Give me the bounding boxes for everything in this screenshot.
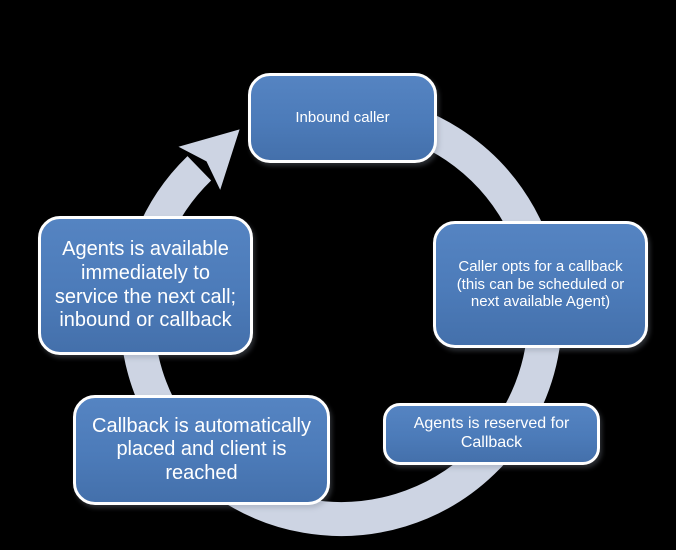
cycle-arrowhead-icon: [178, 129, 240, 190]
node-label: Agents is available immediately to servi…: [54, 238, 237, 332]
node-label: Caller opts for a callback (this can be …: [456, 257, 625, 311]
node-label: Inbound caller: [295, 109, 390, 127]
node-label: Agents is reserved for Callback: [413, 415, 570, 451]
cycle-node-caller-opts-callback: Caller opts for a callback (this can be …: [433, 221, 648, 348]
node-label: Callback is automatically placed and cli…: [92, 414, 311, 484]
cycle-node-agent-available: Agents is available immediately to servi…: [38, 216, 253, 355]
cycle-node-inbound-caller: Inbound caller: [248, 73, 437, 163]
cycle-node-callback-placed: Callback is automatically placed and cli…: [73, 395, 330, 505]
cycle-node-agent-reserved: Agents is reserved for Callback: [383, 403, 600, 465]
